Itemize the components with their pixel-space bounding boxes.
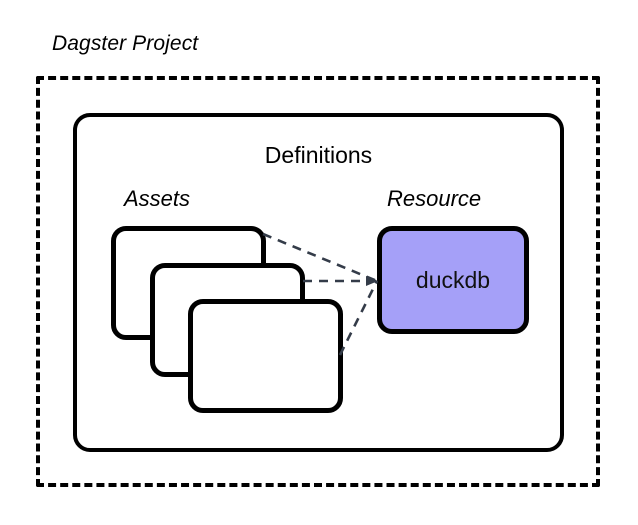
resource-group-label: Resource <box>387 186 482 211</box>
definitions-label: Definitions <box>264 142 373 168</box>
project-title: Dagster Project <box>52 32 199 55</box>
resource-node-label: duckdb <box>415 266 491 293</box>
resource-node-duckdb[interactable]: duckdb <box>377 226 529 334</box>
dagster-project-container <box>36 76 600 487</box>
assets-group-label: Assets <box>124 186 191 211</box>
asset-card[interactable] <box>188 299 343 413</box>
